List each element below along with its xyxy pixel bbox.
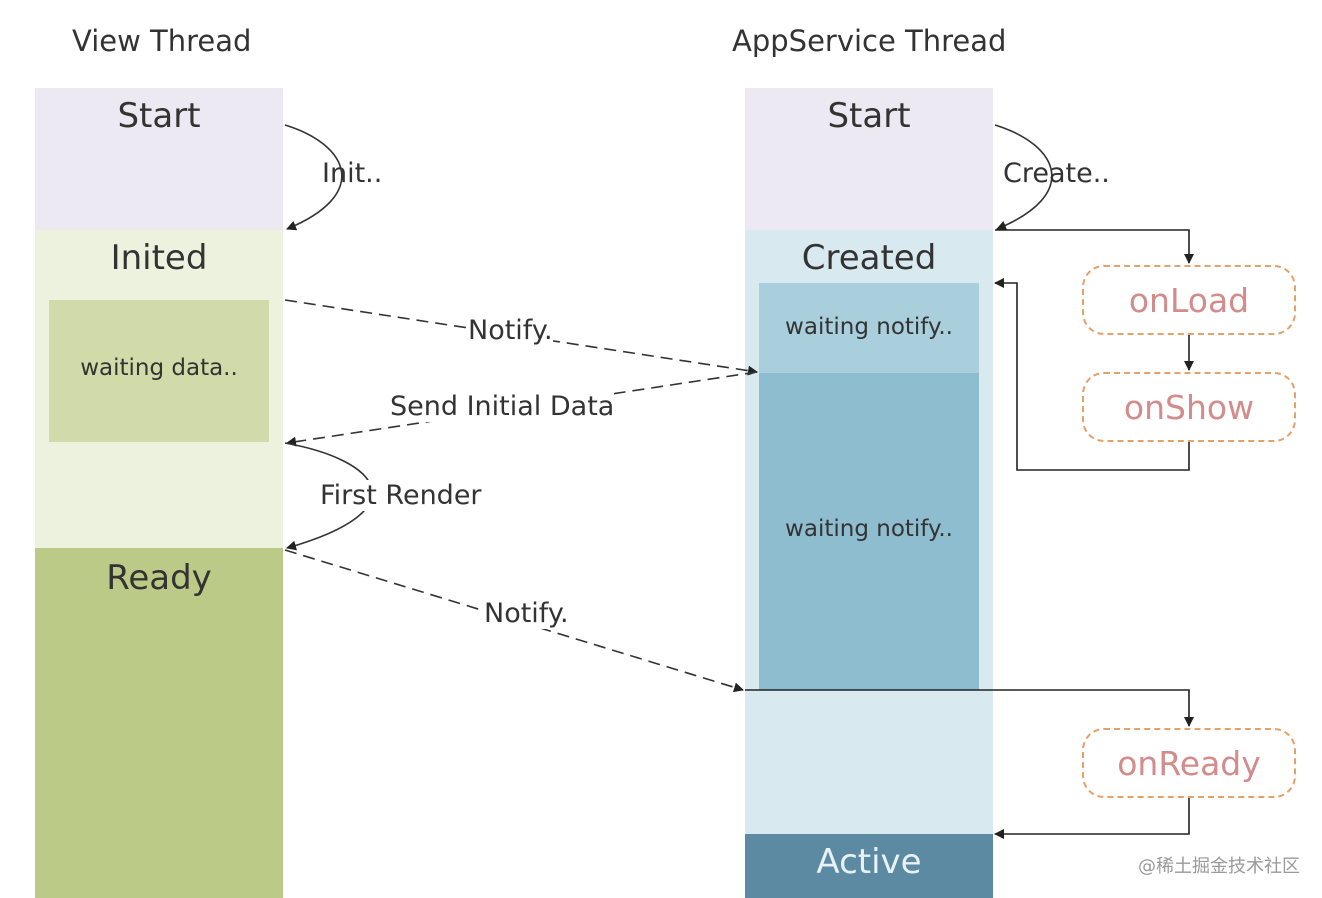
created-to-onload-arrow bbox=[995, 229, 1194, 264]
notify-to-onready-arrow bbox=[745, 689, 1194, 727]
create-arrow bbox=[994, 124, 1053, 231]
view-state-ready bbox=[35, 548, 283, 898]
notify-2-label: Notify. bbox=[484, 598, 569, 629]
hook-onready: onReady bbox=[1082, 728, 1296, 798]
onshow-to-created-arrow bbox=[994, 278, 1190, 471]
init-label: Init.. bbox=[322, 158, 383, 189]
app-start-label: Start bbox=[827, 96, 911, 136]
appservice-thread-title: AppService Thread bbox=[732, 24, 1007, 58]
hook-onshow: onShow bbox=[1082, 372, 1296, 442]
app-created-label: Created bbox=[801, 238, 937, 278]
first-render-label: First Render bbox=[320, 480, 482, 511]
view-thread-title: View Thread bbox=[72, 24, 252, 58]
app-waiting-2-label: waiting notify.. bbox=[785, 516, 953, 542]
notify-1-label: Notify. bbox=[468, 315, 553, 346]
hook-onload: onLoad bbox=[1082, 265, 1296, 335]
view-start-label: Start bbox=[117, 96, 201, 136]
app-state-waiting-1 bbox=[759, 283, 979, 373]
app-active-label: Active bbox=[816, 842, 922, 882]
app-state-waiting-2 bbox=[759, 373, 979, 690]
watermark: @稀土掘金技术社区 bbox=[1138, 856, 1300, 877]
app-state-active bbox=[745, 834, 993, 898]
app-waiting-1-label: waiting notify.. bbox=[785, 314, 953, 340]
view-inited-label: Inited bbox=[110, 238, 208, 278]
onready-to-active-arrow bbox=[994, 798, 1190, 839]
app-state-start bbox=[745, 88, 993, 230]
create-label: Create.. bbox=[1003, 158, 1110, 189]
init-arrow bbox=[284, 124, 343, 231]
view-waiting-label: waiting data.. bbox=[80, 355, 238, 381]
view-ready-label: Ready bbox=[106, 558, 212, 598]
send-initial-data-label: Send Initial Data bbox=[390, 391, 615, 422]
view-state-start bbox=[35, 88, 283, 230]
view-state-waiting bbox=[49, 300, 269, 442]
